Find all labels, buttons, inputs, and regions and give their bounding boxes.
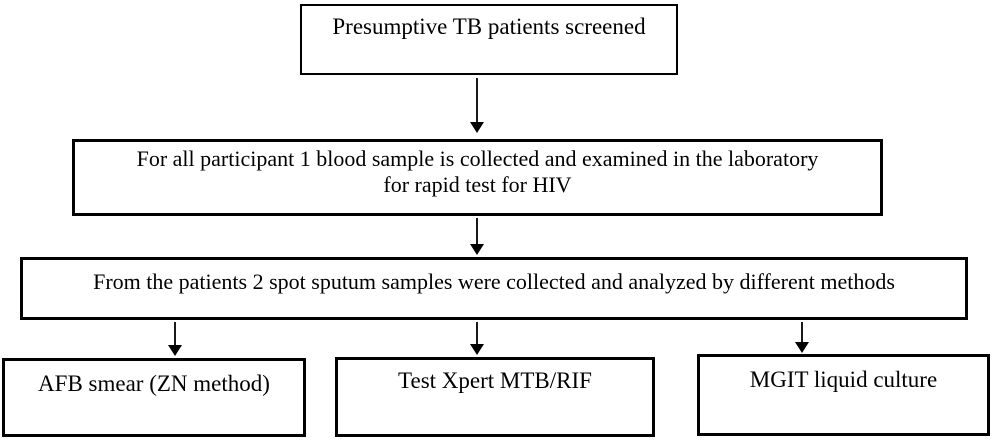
- flow-box-label-line2: for rapid test for HIV: [383, 172, 572, 197]
- arrow-head: [470, 244, 484, 255]
- arrow-head: [168, 345, 182, 356]
- flow-box-xpert-mtb-rif: Test Xpert MTB/RIF: [335, 357, 655, 437]
- arrow-shaft: [174, 322, 176, 347]
- arrow-head: [470, 344, 484, 355]
- arrow-shaft: [801, 322, 803, 344]
- flow-box-mgit-culture: MGIT liquid culture: [697, 354, 990, 436]
- flow-box-sputum-samples: From the patients 2 spot sputum samples …: [20, 257, 968, 320]
- down-arrow-icon: [470, 218, 484, 255]
- down-arrow-icon: [168, 322, 182, 356]
- flow-box-label: Test Xpert MTB/RIF: [398, 368, 592, 393]
- flow-box-label: AFB smear (ZN method): [38, 371, 270, 396]
- flow-box-blood-sample-hiv: For all participant 1 blood sample is co…: [72, 139, 883, 216]
- down-arrow-icon: [470, 78, 484, 133]
- down-arrow-icon: [470, 322, 484, 355]
- flow-box-presumptive-screening: Presumptive TB patients screened: [300, 4, 678, 75]
- arrow-shaft: [476, 218, 478, 246]
- down-arrow-icon: [795, 322, 809, 353]
- flow-box-label: MGIT liquid culture: [749, 367, 938, 392]
- arrow-shaft: [476, 78, 478, 124]
- flow-box-label: From the patients 2 spot sputum samples …: [93, 269, 895, 294]
- arrow-shaft: [476, 322, 478, 346]
- arrow-head: [795, 342, 809, 353]
- arrow-head: [470, 122, 484, 133]
- flow-box-label-line1: For all participant 1 blood sample is co…: [136, 146, 819, 171]
- flow-box-label: Presumptive TB patients screened: [332, 14, 646, 39]
- flow-box-afb-smear: AFB smear (ZN method): [2, 358, 306, 437]
